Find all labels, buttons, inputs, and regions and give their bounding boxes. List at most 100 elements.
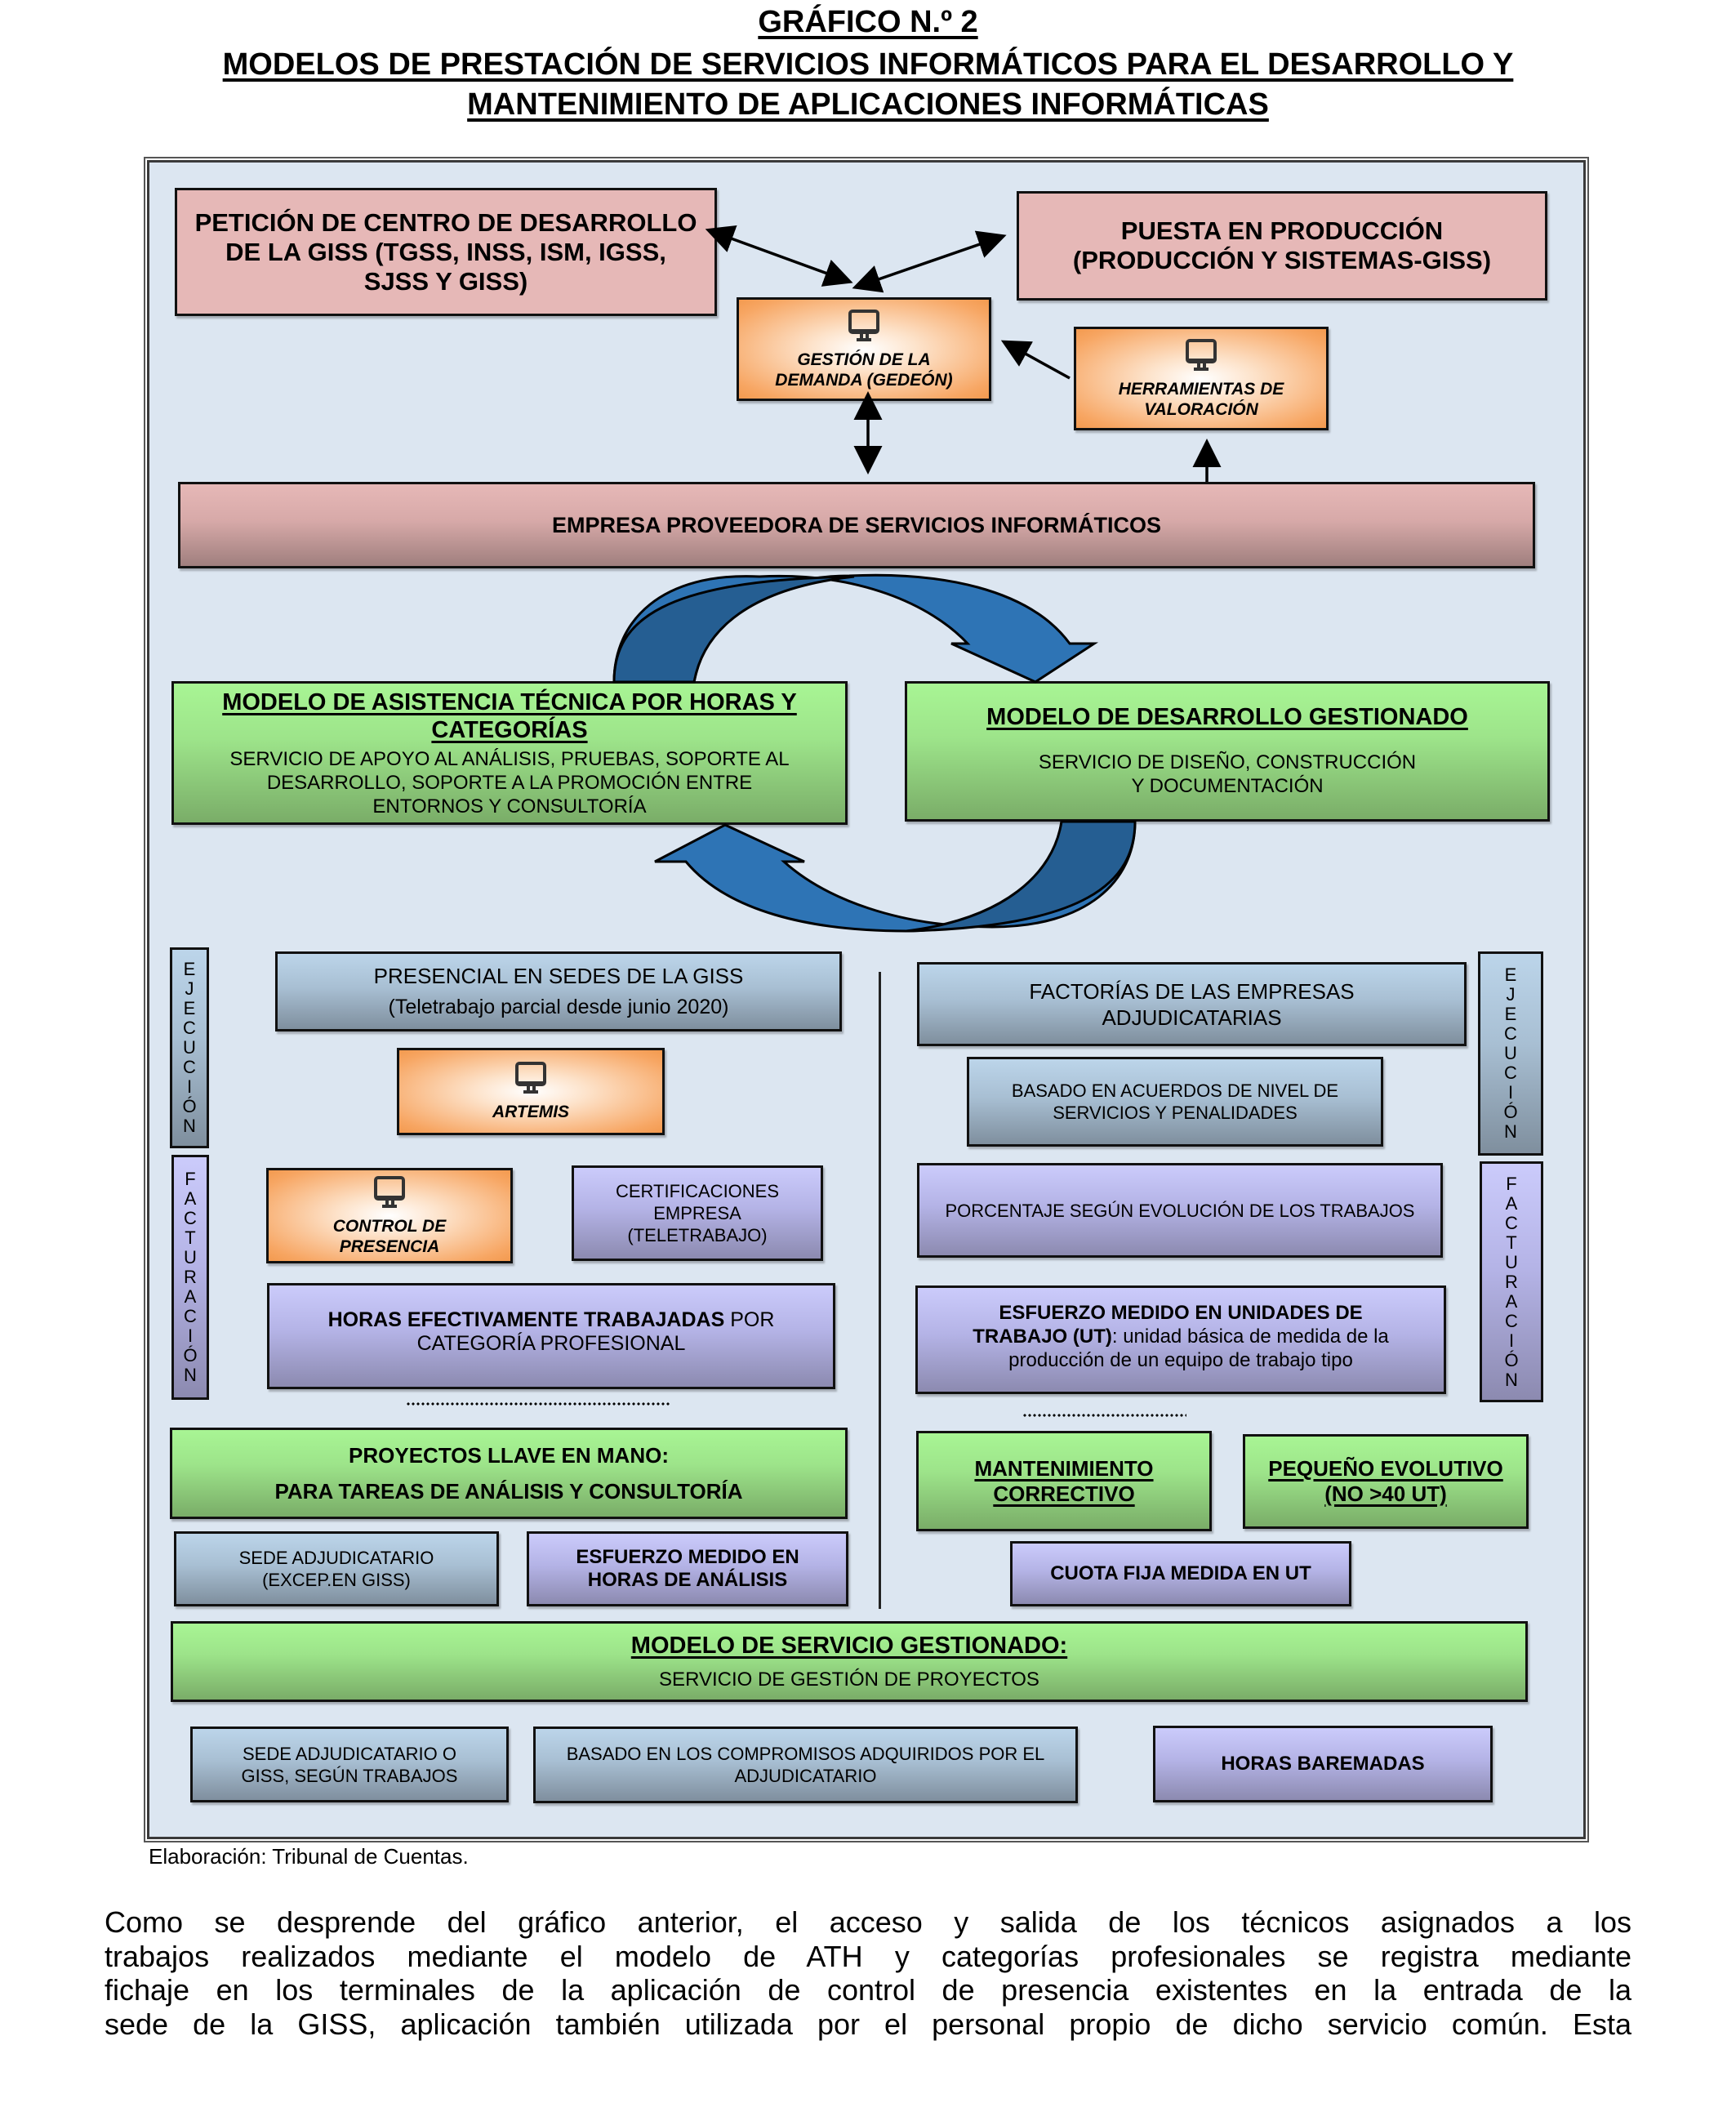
modelo-desarrollo-box: MODELO DE DESARROLLO GESTIONADO SERVICIO… bbox=[905, 681, 1550, 822]
presencial-line-2: (Teletrabajo parcial desde junio 2020) bbox=[388, 996, 729, 1018]
esfuerzo-ut-label: ESFUERZO MEDIDO EN UNIDADES DE TRABAJO (… bbox=[950, 1301, 1411, 1372]
side-label-letter: N bbox=[1504, 1121, 1517, 1142]
side-label-letter: R bbox=[1505, 1271, 1518, 1292]
modelo-servicio-desc: SERVICIO DE GESTIÓN DE PROYECTOS bbox=[659, 1669, 1039, 1691]
figure-title-line-2: MANTENIMIENTO DE APLICACIONES INFORMÁTIC… bbox=[467, 87, 1269, 122]
side-label-letter: R bbox=[184, 1267, 197, 1287]
paragraph-line: trabajos realizados mediante el modelo d… bbox=[105, 1939, 1631, 1973]
side-label-letter: U bbox=[1504, 1043, 1517, 1063]
side-label-letter: C bbox=[1505, 1212, 1518, 1233]
cuota-fija-label: CUOTA FIJA MEDIDA EN UT bbox=[1050, 1562, 1311, 1584]
horas-trabajadas-bold: HORAS EFECTIVAMENTE TRABAJADAS bbox=[327, 1308, 725, 1331]
side-label-letter: U bbox=[184, 1247, 197, 1268]
modelo-ath-desc: SERVICIO DE APOYO AL ANÁLISIS, PRUEBAS, … bbox=[229, 748, 790, 818]
side-label-letter: A bbox=[1505, 1192, 1518, 1214]
monitor-icon bbox=[515, 1062, 546, 1094]
figure-title-line-1: MODELOS DE PRESTACIÓN DE SERVICIOS INFOR… bbox=[222, 47, 1514, 82]
side-label-letter: I bbox=[1508, 1330, 1515, 1351]
certificaciones-label: CERTIFICACIONES EMPRESA (TELETRABAJO) bbox=[615, 1181, 780, 1245]
factorias-box: FACTORÍAS DE LAS EMPRESAS ADJUDICATARIAS bbox=[917, 962, 1467, 1046]
peticion-box: PETICIÓN DE CENTRO DE DESARROLLO DE LA G… bbox=[175, 188, 717, 316]
artemis-box: ARTEMIS bbox=[397, 1048, 665, 1135]
herramientas-box: HERRAMIENTAS DE VALORACIÓN bbox=[1074, 327, 1329, 430]
modelo-ath-title: MODELO DE ASISTENCIA TÉCNICA POR HORAS Y… bbox=[222, 689, 797, 743]
side-label-letter: I bbox=[1507, 1082, 1514, 1103]
side-label-letter: Ó bbox=[183, 1345, 198, 1366]
side-label-letter: C bbox=[184, 1306, 197, 1326]
mantenimiento-label: MANTENIMIENTO CORRECTIVO bbox=[974, 1455, 1154, 1506]
side-label-letter: J bbox=[185, 978, 194, 999]
esfuerzo-ut-regular: : unidad básica de medida de la producci… bbox=[1008, 1326, 1389, 1371]
side-label-letter: C bbox=[184, 1208, 197, 1228]
pequeno-evolutivo-box: PEQUEÑO EVOLUTIVO (NO >40 UT) bbox=[1243, 1434, 1529, 1529]
sede-adjudicatario-box: SEDE ADJUDICATARIO (EXCEP.EN GISS) bbox=[174, 1531, 499, 1606]
side-label-letter: F bbox=[185, 1169, 196, 1189]
side-label-letter: E bbox=[183, 959, 196, 979]
side-label-letter: E bbox=[183, 998, 196, 1018]
mantenimiento-box: MANTENIMIENTO CORRECTIVO bbox=[916, 1431, 1212, 1531]
side-label-letter: U bbox=[1505, 1251, 1518, 1272]
body-paragraph: Como se desprende del gráfico anterior, … bbox=[105, 1905, 1631, 2041]
puesta-line-1: PUESTA EN PRODUCCIÓN bbox=[1120, 216, 1444, 245]
side-label-letter: C bbox=[1505, 1310, 1518, 1331]
continuation-dots-left bbox=[406, 1401, 670, 1406]
esfuerzo-horas-box: ESFUERZO MEDIDO EN HORAS DE ANÁLISIS bbox=[527, 1531, 848, 1606]
side-label-letter: T bbox=[1506, 1232, 1517, 1253]
side-label-letter: N bbox=[1505, 1369, 1518, 1390]
pequeno-line-2: (NO >40 UT) bbox=[1324, 1481, 1447, 1506]
horas-trabajadas-label: HORAS EFECTIVAMENTE TRABAJADAS POR CATEG… bbox=[302, 1308, 800, 1356]
side-label-letter: C bbox=[183, 1018, 196, 1038]
paragraph-line: Como se desprende del gráfico anterior, … bbox=[105, 1905, 1631, 1939]
herramientas-line-1: HERRAMIENTAS DE bbox=[1118, 379, 1284, 399]
side-label-letter: Ó bbox=[182, 1096, 197, 1116]
sede-adjudicatario-label: SEDE ADJUDICATARIO (EXCEP.EN GISS) bbox=[238, 1548, 434, 1590]
side-label-letter: C bbox=[183, 1057, 196, 1077]
modelo-ath-box: MODELO DE ASISTENCIA TÉCNICA POR HORAS Y… bbox=[171, 681, 848, 825]
factorias-label: FACTORÍAS DE LAS EMPRESAS ADJUDICATARIAS bbox=[1029, 978, 1355, 1030]
acuerdos-box: BASADO EN ACUERDOS DE NIVEL DE SERVICIOS… bbox=[967, 1057, 1383, 1147]
acuerdos-label: BASADO EN ACUERDOS DE NIVEL DE SERVICIOS… bbox=[1011, 1080, 1339, 1123]
side-label-letter: N bbox=[184, 1365, 197, 1385]
side-label-letter: F bbox=[1506, 1173, 1517, 1194]
center-divider bbox=[879, 972, 881, 1609]
empresa-proveedora-box: EMPRESA PROVEEDORA DE SERVICIOS INFORMÁT… bbox=[178, 482, 1535, 568]
empresa-label: EMPRESA PROVEEDORA DE SERVICIOS INFORMÁT… bbox=[551, 513, 1162, 537]
control-presencia-box: CONTROL DE PRESENCIA bbox=[266, 1168, 513, 1263]
horas-trabajadas-regular: POR CATEGORÍA PROFESIONAL bbox=[416, 1308, 775, 1355]
sede-giss-box: SEDE ADJUDICATARIO O GISS, SEGÚN TRABAJO… bbox=[190, 1727, 509, 1802]
horas-baremadas-label: HORAS BAREMADAS bbox=[1221, 1753, 1425, 1775]
side-label-letter: A bbox=[184, 1188, 197, 1209]
certificaciones-box: CERTIFICACIONES EMPRESA (TELETRABAJO) bbox=[572, 1165, 823, 1261]
monitor-icon bbox=[1186, 338, 1217, 371]
cuota-fija-box: CUOTA FIJA MEDIDA EN UT bbox=[1010, 1541, 1351, 1606]
side-label-letter: C bbox=[1504, 1063, 1517, 1083]
control-line-1: CONTROL DE bbox=[332, 1216, 447, 1236]
pequeno-line-1: PEQUEÑO EVOLUTIVO bbox=[1268, 1456, 1503, 1481]
peticion-label: PETICIÓN DE CENTRO DE DESARROLLO DE LA G… bbox=[194, 207, 697, 296]
porcentaje-label: PORCENTAJE SEGÚN EVOLUCIÓN DE LOS TRABAJ… bbox=[945, 1200, 1415, 1221]
figure-number: GRÁFICO N.º 2 bbox=[758, 5, 978, 39]
continuation-dots-right bbox=[1022, 1413, 1186, 1418]
side-label-letter: I bbox=[186, 1076, 193, 1097]
herramientas-line-2: VALORACIÓN bbox=[1144, 399, 1258, 419]
side-label-letter: Ó bbox=[1503, 1102, 1518, 1122]
side-label-letter: I bbox=[187, 1326, 194, 1346]
presencial-line-1: PRESENCIAL EN SEDES DE LA GISS bbox=[373, 964, 744, 988]
figure-source-caption: Elaboración: Tribunal de Cuentas. bbox=[149, 1844, 469, 1869]
paragraph-line: sede de la GISS, aplicación también util… bbox=[105, 2007, 1631, 2041]
esfuerzo-horas-label: ESFUERZO MEDIDO EN HORAS DE ANÁLISIS bbox=[576, 1546, 799, 1591]
side-label-letter: U bbox=[183, 1037, 196, 1058]
monitor-icon bbox=[374, 1175, 405, 1208]
esfuerzo-ut-box: ESFUERZO MEDIDO EN UNIDADES DE TRABAJO (… bbox=[915, 1285, 1446, 1394]
modelo-servicio-gestionado-box: MODELO DE SERVICIO GESTIONADO: SERVICIO … bbox=[171, 1621, 1528, 1702]
side-label-letter: A bbox=[184, 1286, 197, 1307]
puesta-produccion-box: PUESTA EN PRODUCCIÓN (PRODUCCIÓN Y SISTE… bbox=[1017, 191, 1547, 301]
side-label-letter: T bbox=[185, 1227, 196, 1248]
presencial-box: PRESENCIAL EN SEDES DE LA GISS (Teletrab… bbox=[275, 951, 842, 1031]
